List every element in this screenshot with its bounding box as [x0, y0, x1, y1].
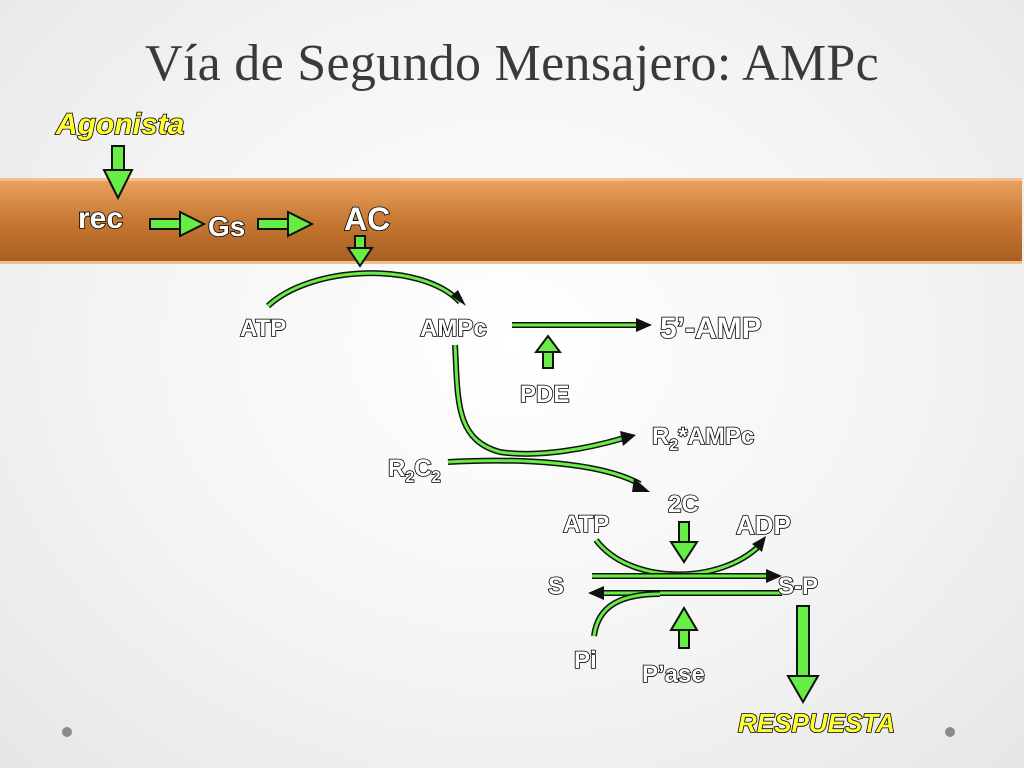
arrow-pase-up [669, 606, 699, 649]
slide-title: Vía de Segundo Mensajero: AMPc [144, 35, 879, 92]
arrow-ac-down [346, 235, 374, 268]
label-respuesta: RESPUESTA [738, 708, 895, 738]
label-s: S [548, 573, 564, 600]
label-adp: ADP [736, 510, 791, 540]
label-rec: rec [78, 202, 123, 235]
label-agonista: Agonista [55, 108, 184, 141]
label-pde: PDE [520, 381, 569, 408]
arrow-gs-ac [257, 210, 315, 238]
label-ampc: AMPc [420, 315, 487, 342]
arrow-agonista-rec [102, 145, 134, 201]
arrow-ampc-5amp [512, 318, 652, 332]
label-ac: AC [344, 201, 390, 237]
arrow-2c-down [669, 521, 699, 564]
curve-ampc-r2ampc [452, 344, 636, 457]
curve-to-pi [591, 591, 661, 637]
nav-dot-right[interactable] [945, 727, 955, 737]
label-atp-2: ATP [563, 511, 609, 538]
arrow-s-to-sp [592, 569, 782, 583]
label-5amp: 5’-AMP [660, 312, 762, 345]
label-atp: ATP [240, 315, 286, 342]
label-gs: Gs [208, 211, 245, 242]
arrow-sp-to-s [588, 586, 782, 600]
arrow-sp-respuesta [786, 605, 820, 705]
label-r2c2: R2C2 [388, 455, 441, 486]
curve-r2c2-2c [447, 457, 650, 492]
label-pase: P’ase [642, 661, 705, 688]
arrow-rec-gs [149, 210, 207, 238]
nav-dot-left[interactable] [62, 727, 72, 737]
label-pi: Pi [574, 647, 597, 674]
label-r2-ampc: R2*AMPc [652, 423, 754, 454]
arc-atp-ampc [265, 270, 466, 309]
label-sp: S-P [778, 573, 818, 600]
label-2c: 2C [668, 491, 699, 518]
arrow-pde-up [534, 334, 562, 369]
